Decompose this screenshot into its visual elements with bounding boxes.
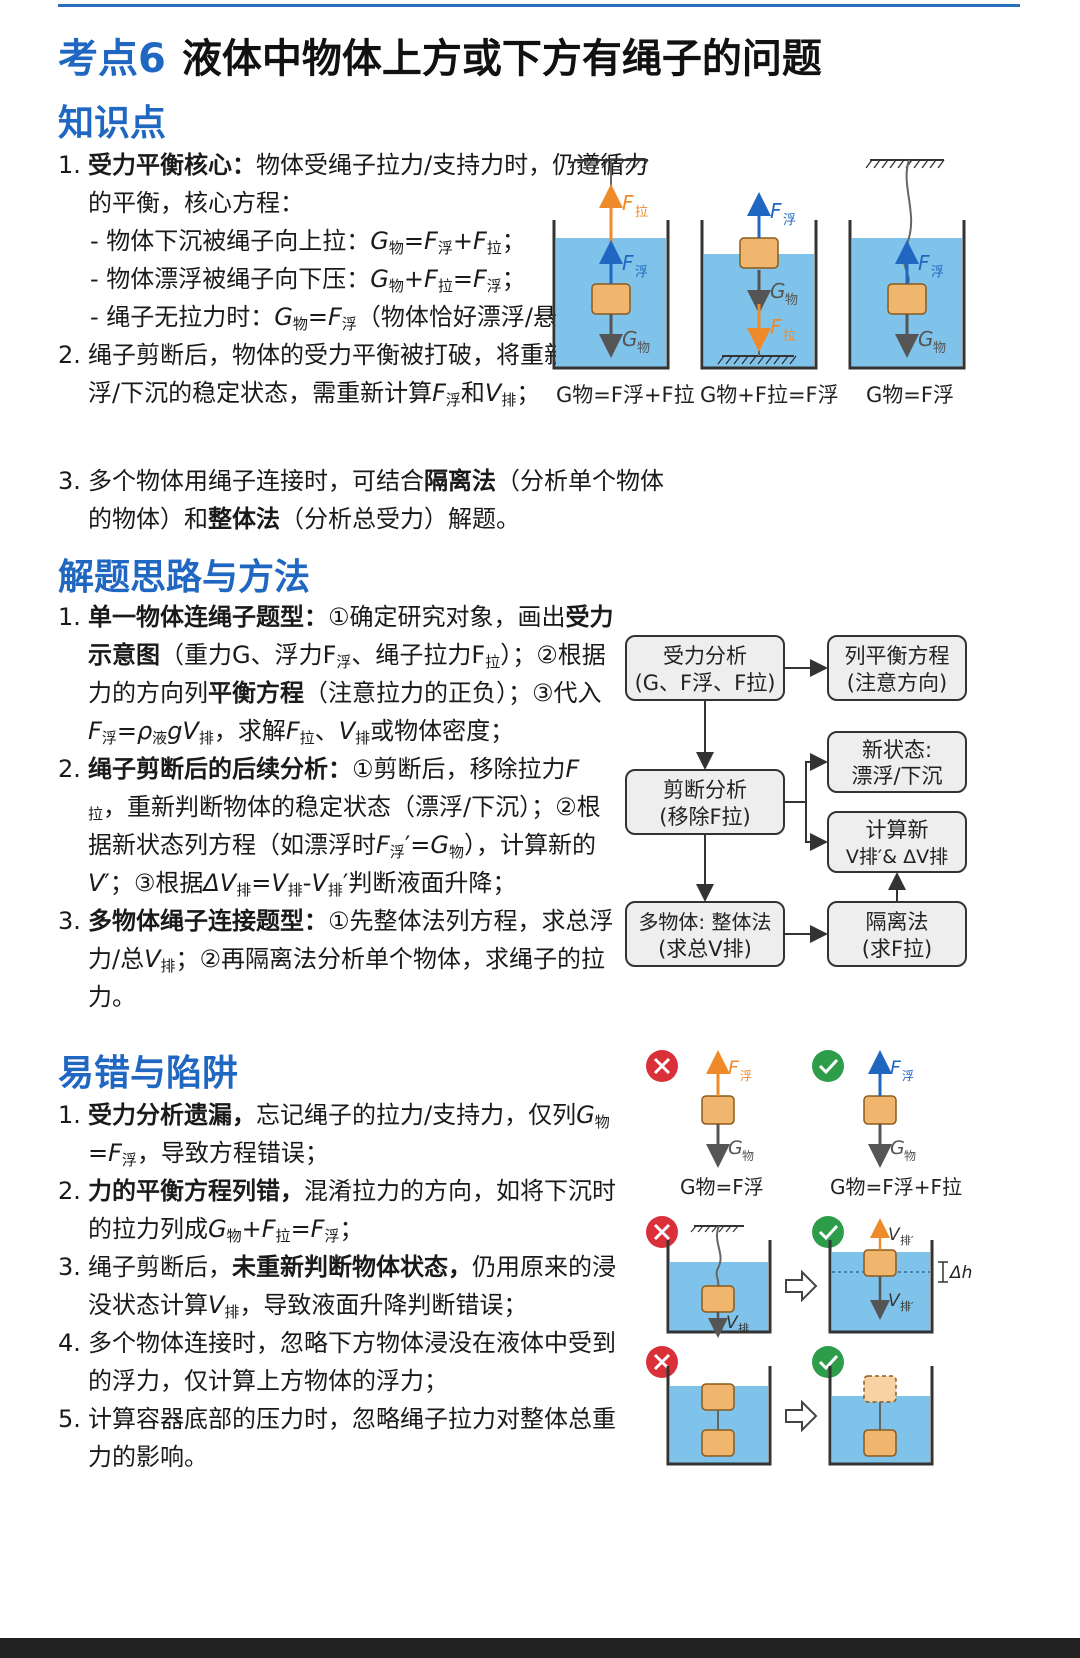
topic-title: 液体中物体上方或下方有绳子的问题	[181, 36, 822, 82]
delta-h-label: Δh	[948, 1263, 972, 1283]
svg-text:浮: 浮	[783, 213, 796, 228]
right-arrow-icon	[785, 1399, 818, 1433]
page-title: 考点6 液体中物体上方或下方有绳子的问题	[58, 26, 822, 84]
svg-text:F: F	[890, 1057, 902, 1079]
trap-eq-right: G物=F浮+F拉	[830, 1175, 962, 1199]
svg-text:G: G	[728, 1137, 743, 1159]
svg-text:G: G	[770, 279, 786, 303]
diagram-eq-1: G物=F浮+F拉	[556, 383, 695, 407]
flow-b1-l1: 受力分析	[663, 644, 747, 668]
top-rule	[58, 4, 1020, 7]
trap-fig-3-right	[828, 1366, 934, 1466]
svg-text:排′: 排′	[900, 1233, 914, 1247]
svg-text:V: V	[726, 1313, 739, 1333]
method-item-2: 2. 绳子剪断后的后续分析：①剪断后，移除拉力F拉，重新判断物体的稳定状态（漂浮…	[58, 755, 601, 899]
knowledge-list: 1. 受力平衡核心：物体受绳子拉力/支持力时，仍遵循力的平衡，核心方程： - 物…	[58, 146, 658, 412]
check-icon	[812, 1050, 844, 1082]
trap-item-3: 3. 绳子剪断后，未重新判断物体状态，仍用原来的浸没状态计算V排，导致液面升降判…	[58, 1253, 616, 1321]
trap-item-4: 4. 多个物体连接时，忽略下方物体浸没在液体中受到的浮力，仅计算上方物体的浮力；	[58, 1329, 616, 1395]
check-icon	[812, 1346, 844, 1378]
wrong-icon	[646, 1050, 678, 1082]
flow-box-new-state	[827, 731, 967, 793]
svg-text:物: 物	[785, 293, 798, 308]
svg-text:浮: 浮	[931, 265, 944, 280]
svg-text:排: 排	[738, 1321, 749, 1335]
svg-text:物: 物	[933, 341, 946, 356]
check-icon	[812, 1216, 844, 1248]
flow-b6-l2: (求总V排)	[658, 937, 752, 961]
method-item-1: 1. 单一物体连绳子题型：①确定研究对象，画出受力示意图（重力G、浮力F浮、绳子…	[58, 603, 614, 747]
wrong-icon	[646, 1346, 678, 1378]
flow-b4-l2: 漂浮/下沉	[851, 764, 942, 788]
svg-text:物: 物	[637, 341, 650, 356]
diagram-eq-3: G物=F浮	[866, 383, 954, 407]
flow-b2-l1: 列平衡方程	[845, 644, 950, 668]
trap-item-1: 1. 受力分析遗漏，忘记绳子的拉力/支持力，仅列G物=F浮，导致方程错误；	[58, 1101, 610, 1169]
topic-number: 考点6	[58, 36, 166, 82]
trap-item-5: 5. 计算容器底部的压力时，忽略绳子拉力对整体总重力的影响。	[58, 1405, 616, 1471]
svg-text:拉: 拉	[635, 205, 648, 220]
knowledge-item-3: 3. 多个物体用绳子连接时，可结合隔离法（分析单个物体的物体）和整体法（分析总受…	[58, 467, 664, 533]
flow-b3-l1: 剪断分析	[663, 778, 747, 802]
flow-b6-l1: 多物体: 整体法	[638, 910, 771, 934]
trap-item-2: 2. 力的平衡方程列错，混淆拉力的方向，如将下沉时的拉力列成G物+F拉=F浮；	[58, 1177, 616, 1245]
knowledge-item-2: 2. 绳子剪断后，物体的受力平衡被打破，将重新处于漂浮/下沉的稳定状态，需重新计…	[58, 341, 640, 409]
svg-text:排′: 排′	[900, 1299, 914, 1313]
flow-b3-l2: (移除F拉)	[659, 805, 750, 829]
svg-text:G: G	[890, 1137, 905, 1159]
svg-text:G: G	[622, 327, 638, 351]
section-method-heading: 解题思路与方法	[58, 557, 311, 598]
svg-text:F: F	[622, 251, 634, 275]
svg-text:物: 物	[742, 1149, 754, 1163]
svg-text:F: F	[918, 251, 930, 275]
knowledge-item-1: 1. 受力平衡核心：物体受绳子拉力/支持力时，仍遵循力的平衡，核心方程： - 物…	[58, 146, 658, 336]
right-arrow-icon	[785, 1269, 818, 1303]
eq-float: - 物体漂浮被绳子向下压：G物+F拉=F浮；	[90, 265, 526, 295]
flow-b1-l2: (G、F浮、F拉)	[635, 671, 776, 695]
svg-text:F: F	[770, 315, 782, 339]
svg-text:浮: 浮	[635, 265, 648, 280]
flow-b5-l1: 计算新	[866, 818, 929, 842]
section-traps-heading: 易错与陷阱	[58, 1053, 239, 1094]
flow-b2-l2: (注意方向)	[847, 671, 947, 695]
svg-text:F: F	[728, 1057, 740, 1079]
trap-fig-3-wrong	[666, 1366, 772, 1466]
svg-text:V: V	[888, 1225, 901, 1245]
bottom-bar	[0, 1638, 1080, 1658]
traps-list: 1. 受力分析遗漏，忘记绳子的拉力/支持力，仅列G物=F浮，导致方程错误； 2.…	[58, 1096, 624, 1476]
svg-text:F: F	[622, 191, 634, 215]
svg-text:物: 物	[904, 1149, 916, 1163]
trap-eq-wrong: G物=F浮	[680, 1175, 764, 1199]
flow-box-balance-eq	[827, 635, 967, 701]
svg-text:F: F	[770, 199, 782, 223]
svg-text:V: V	[888, 1291, 901, 1311]
svg-text:G: G	[918, 327, 934, 351]
flow-b5-l2: V排′& ΔV排	[846, 846, 948, 868]
section-knowledge-heading: 知识点	[58, 103, 167, 144]
svg-text:浮: 浮	[902, 1069, 914, 1083]
method-flowchart: 受力分析 (G、F浮、F拉) 列平衡方程 (注意方向) 剪断分析 (移除F拉) …	[625, 635, 967, 967]
flow-b7-l2: (求F拉)	[862, 937, 932, 961]
diagram-eq-2: G物+F拉=F浮	[700, 383, 839, 407]
flow-b7-l1: 隔离法	[866, 910, 929, 934]
eq-sink: - 物体下沉被绳子向上拉：G物=F浮+F拉；	[90, 227, 526, 257]
svg-text:浮: 浮	[740, 1069, 752, 1083]
wrong-icon	[646, 1216, 678, 1248]
method-list: 1. 单一物体连绳子题型：①确定研究对象，画出受力示意图（重力G、浮力F浮、绳子…	[58, 598, 614, 1016]
svg-text:拉: 拉	[783, 329, 796, 344]
method-item-3: 3. 多物体绳子连接题型：①先整体法列方程，求总浮力/总V排；②再隔离法分析单个…	[58, 907, 614, 1011]
flow-b4-l1: 新状态:	[862, 738, 932, 762]
